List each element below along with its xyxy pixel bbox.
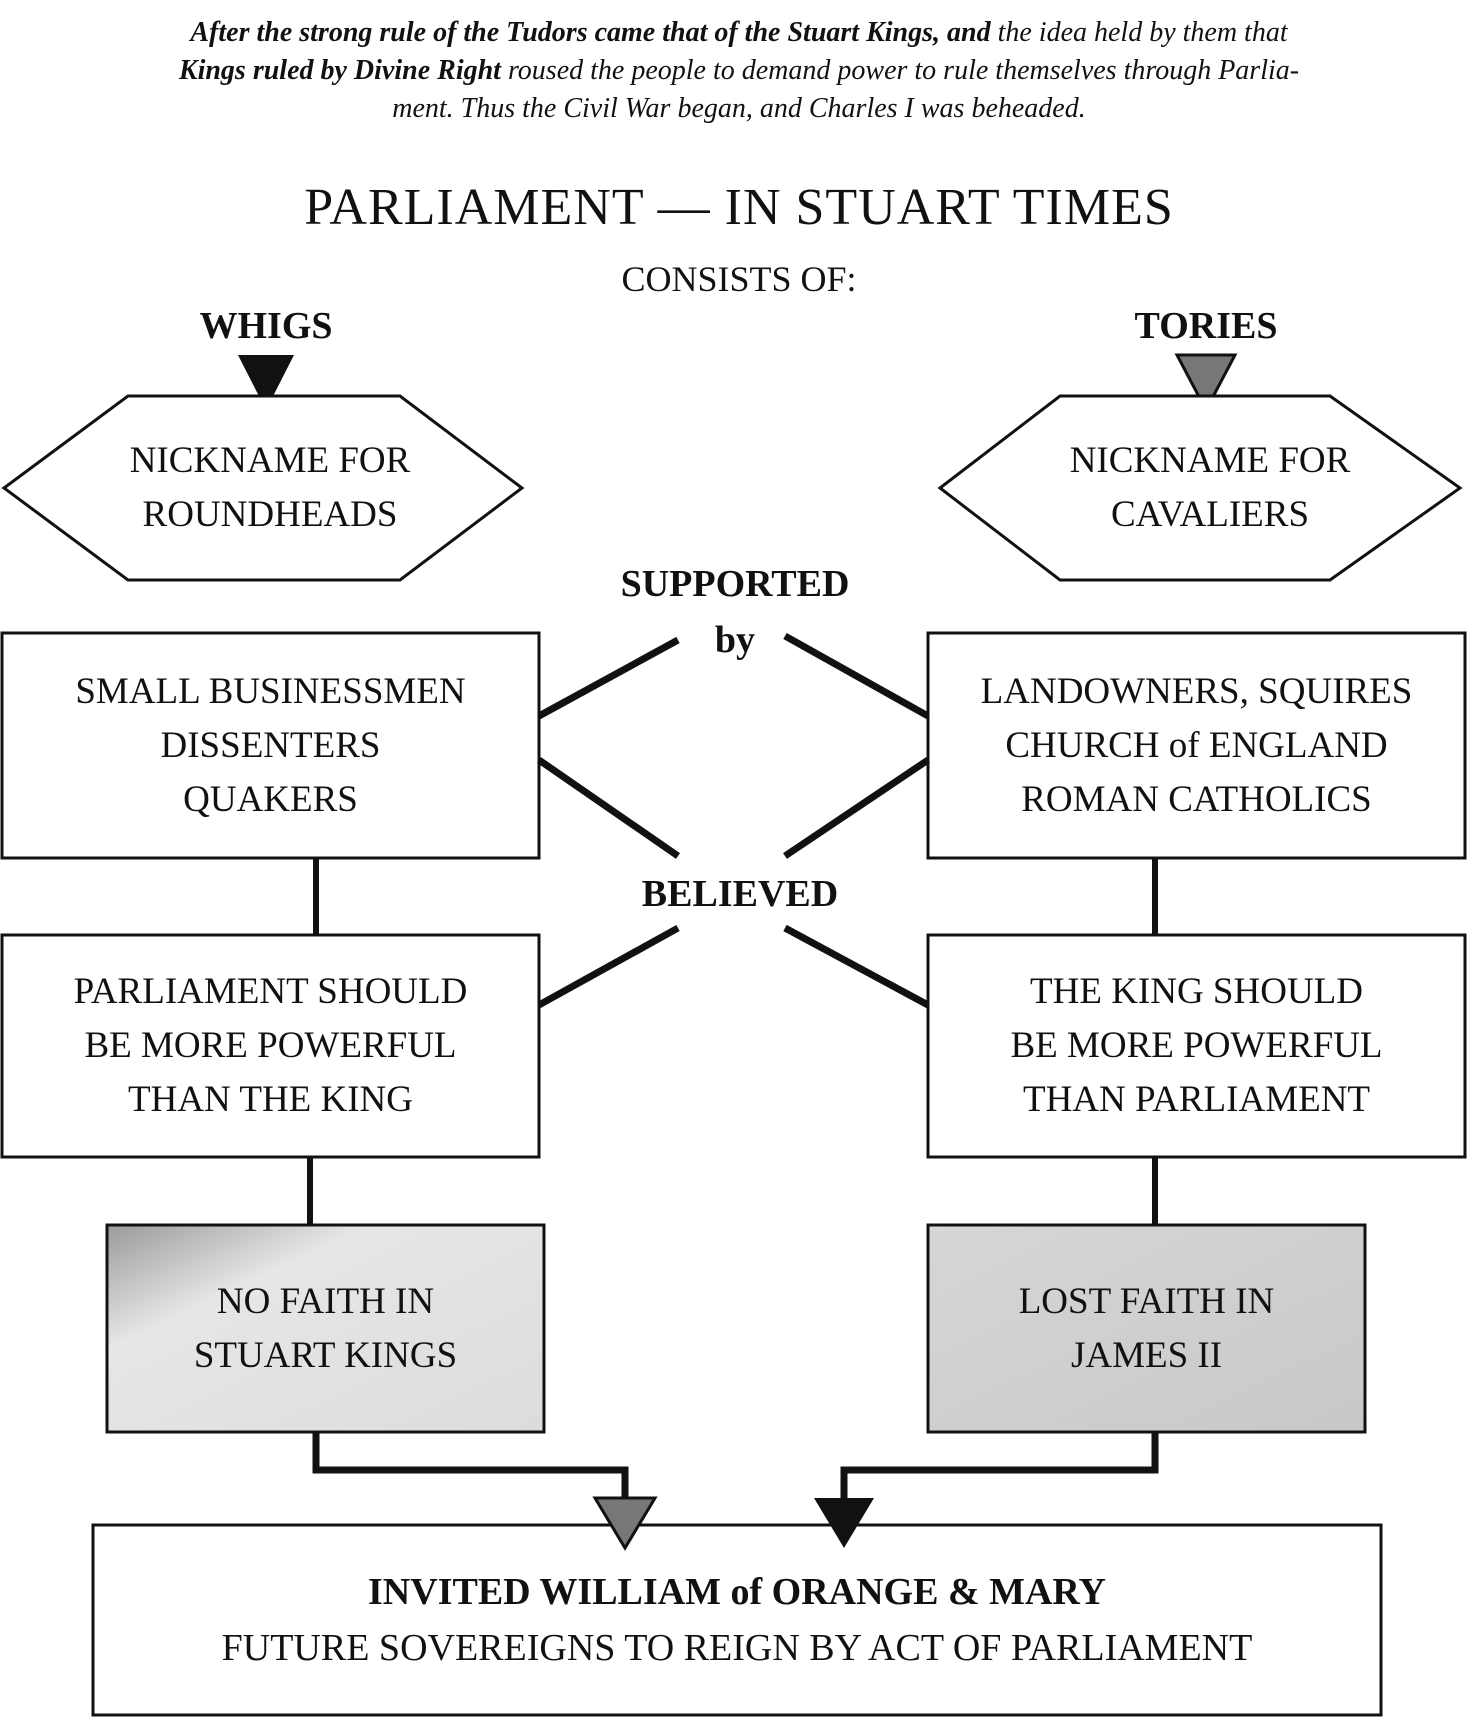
whigs-nickname-line-2: ROUNDHEADS — [142, 494, 398, 535]
tories-result-arrow-icon — [814, 1498, 874, 1548]
diagram-subtitle: CONSISTS OF: — [621, 259, 857, 299]
whigs-outcome-line-2: STUART KINGS — [193, 1334, 458, 1376]
by-label: by — [714, 619, 756, 661]
result: INVITED WILLIAM of ORANGE & MARY FUTURE … — [93, 1525, 1381, 1715]
whigs-supporter-2: DISSENTERS — [160, 724, 381, 766]
whigs-nickname: NICKNAME FOR ROUNDHEADS — [60, 410, 480, 566]
whigs-result-arrow-icon — [592, 1496, 658, 1551]
believed-link-right-lower — [783, 924, 930, 1009]
tories-nickname-hexagon — [937, 394, 1463, 582]
result-line-2: FUTURE SOVEREIGNS TO REIGN BY ACT OF PAR… — [221, 1627, 1253, 1669]
tories-supporters-box — [926, 631, 1467, 860]
whigs-supporter-1: SMALL BUSINESSMEN — [75, 670, 466, 712]
tories-nickname-line-1: NICKNAME FOR — [1069, 440, 1351, 481]
believed-link-left-lower — [537, 924, 680, 1009]
whigs-belief-box — [0, 933, 541, 1159]
tories-outcome: LOST FAITH IN JAMES II — [928, 1225, 1365, 1432]
tories-outcome-line-2: JAMES II — [1070, 1334, 1223, 1376]
whigs-belief-line-3: THAN THE KING — [128, 1079, 413, 1120]
tories-result-connector — [840, 1432, 1159, 1500]
tories-belief-line-1: THE KING SHOULD — [1030, 971, 1363, 1012]
believed-link-left-upper — [537, 757, 680, 859]
whigs-heading: WHIGS — [199, 305, 333, 347]
whigs-outcome: NO FAITH IN STUART KINGS — [107, 1225, 544, 1432]
diagram-title: PARLIAMENT — IN STUART TIMES — [304, 179, 1174, 236]
tories-supporter-3: ROMAN CATHOLICS — [1021, 778, 1372, 820]
whigs-result-connector — [312, 1432, 629, 1500]
result-box — [91, 1523, 1383, 1717]
whigs-belief-line-2: BE MORE POWERFUL — [84, 1025, 457, 1066]
whigs-belief-line-1: PARLIAMENT SHOULD — [73, 971, 468, 1012]
supported-label: SUPPORTED — [620, 563, 850, 605]
tories-heading: TORIES — [1134, 305, 1278, 347]
result-line-1: INVITED WILLIAM of ORANGE & MARY — [368, 1571, 1106, 1613]
tories-supporter-1: LANDOWNERS, SQUIRES — [980, 670, 1413, 712]
whigs-supporter-3: QUAKERS — [183, 778, 358, 820]
intro-part-2: and — [940, 17, 991, 48]
whigs-nickname-line-1: NICKNAME FOR — [129, 440, 411, 481]
intro-paragraph: After the strong rule of the Tudors came… — [60, 14, 1418, 128]
tories-belief-line-2: BE MORE POWERFUL — [1010, 1025, 1383, 1066]
whigs-outcome-box — [105, 1223, 546, 1434]
supported-link-left — [537, 636, 680, 720]
tories-outcome-line-1: LOST FAITH IN — [1018, 1280, 1275, 1322]
intro-part-1: After the strong rule of the Tudors came… — [190, 17, 940, 48]
tories-supporter-2: CHURCH of ENGLAND — [1005, 724, 1388, 766]
tories-outcome-box — [926, 1223, 1367, 1434]
tories-supporters: LANDOWNERS, SQUIRES CHURCH of ENGLAND RO… — [928, 633, 1465, 858]
whigs-belief: PARLIAMENT SHOULD BE MORE POWERFUL THAN … — [2, 935, 539, 1157]
tories-nickname-line-2: CAVALIERS — [1110, 494, 1310, 535]
whigs-nickname-hexagon — [1, 394, 525, 582]
believed-link-right-upper — [783, 757, 930, 859]
intro-part-3: the idea held by them that — [990, 17, 1288, 48]
tories-belief-box — [926, 933, 1467, 1159]
tories-belief: THE KING SHOULD BE MORE POWERFUL THAN PA… — [928, 935, 1465, 1157]
intro-part-6: ment. Thus the Civil War began, and Char… — [392, 93, 1086, 124]
whigs-supporters-box — [0, 631, 541, 860]
tories-nickname: NICKNAME FOR CAVALIERS — [990, 410, 1430, 566]
whigs-arrow-icon — [238, 355, 294, 410]
whigs-outcome-line-1: NO FAITH IN — [216, 1280, 435, 1322]
tories-arrow-icon — [1174, 353, 1238, 414]
intro-part-4: Kings ruled by Divine Right — [178, 55, 501, 86]
believed-label: BELIEVED — [641, 873, 839, 915]
whigs-supporters: SMALL BUSINESSMEN DISSENTERS QUAKERS — [2, 633, 539, 858]
supported-link-right — [783, 632, 930, 720]
intro-part-5: roused the people to demand power to rul… — [500, 55, 1300, 86]
tories-belief-line-3: THAN PARLIAMENT — [1022, 1079, 1371, 1120]
